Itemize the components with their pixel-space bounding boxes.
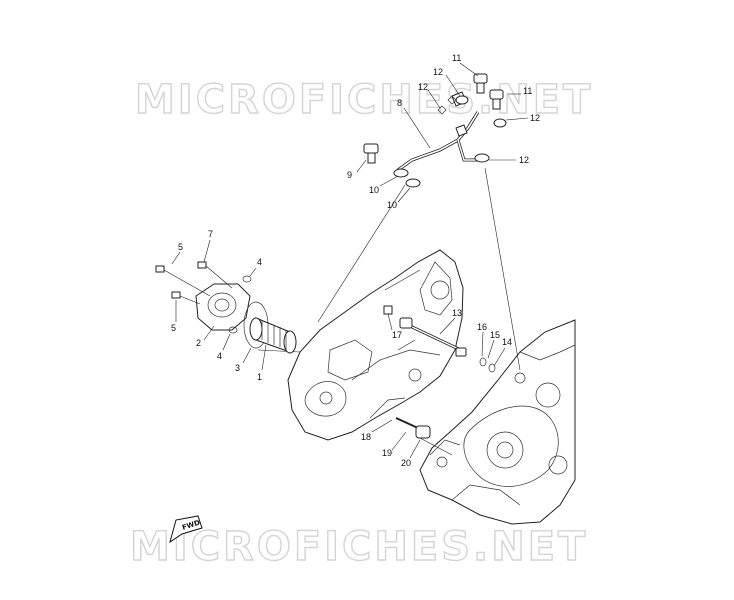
- callout-15: 15: [490, 330, 500, 340]
- crankcase-middle: [287, 249, 464, 441]
- callout-7: 7: [208, 229, 213, 239]
- callout-11a: 11: [452, 53, 461, 63]
- callout-4b: 4: [217, 351, 222, 361]
- callout-10a: 10: [369, 185, 379, 195]
- watermark-top: MICROFICHES.NET: [135, 77, 593, 123]
- callouts: 1 2 3 4 4 5 5 7 8 9 10 10 11 11 12 12 12: [171, 53, 540, 468]
- crankcase-right: [419, 319, 576, 525]
- drain-bolt: [395, 417, 431, 439]
- o-rings: [228, 275, 252, 334]
- callout-3: 3: [235, 363, 240, 373]
- bolt-11-right: [489, 89, 504, 110]
- oil-passage-bolt: [383, 305, 496, 373]
- callout-12b: 12: [418, 82, 428, 92]
- callout-10b: 10: [387, 200, 397, 210]
- callout-11b: 11: [523, 86, 532, 96]
- callout-14: 14: [502, 337, 512, 347]
- callout-5a: 5: [178, 242, 183, 252]
- washers: [393, 95, 507, 188]
- fwd-arrow-icon: FWD: [169, 515, 203, 544]
- callout-13: 13: [452, 308, 462, 318]
- callout-20: 20: [401, 458, 411, 468]
- callout-1: 1: [257, 372, 262, 382]
- callout-12d: 12: [519, 155, 529, 165]
- callout-5b: 5: [171, 323, 176, 333]
- callout-2: 2: [196, 338, 201, 348]
- bolt-11-top: [473, 73, 488, 94]
- bolt-9: [363, 143, 379, 164]
- callout-9: 9: [347, 170, 352, 180]
- callout-16: 16: [477, 322, 487, 332]
- callout-4a: 4: [257, 257, 262, 267]
- oil-filter: [249, 317, 297, 354]
- callout-18: 18: [361, 432, 371, 442]
- watermark-bottom: MICROFICHES.NET: [130, 524, 588, 570]
- callout-8: 8: [397, 98, 402, 108]
- callout-19: 19: [382, 448, 392, 458]
- cover-assembly: [155, 261, 251, 331]
- callout-12a: 12: [433, 67, 443, 77]
- callout-17: 17: [392, 330, 402, 340]
- callout-12c: 12: [530, 113, 540, 123]
